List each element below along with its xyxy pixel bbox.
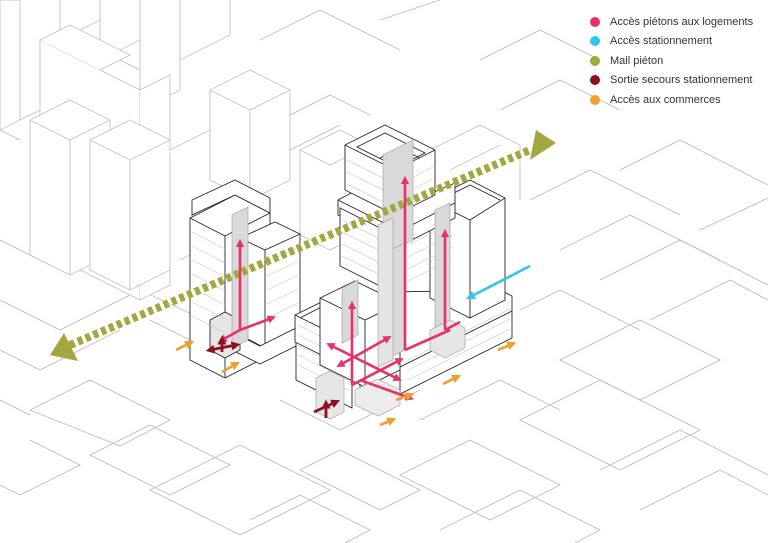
legend-label: Accès stationnement bbox=[610, 35, 713, 48]
legend-dot bbox=[590, 75, 600, 86]
legend-item-pedestrian-housing-access: Accès piétons aux logements bbox=[590, 12, 765, 32]
legend-item-pedestrian-mall: Mail piéton bbox=[590, 51, 765, 71]
legend-dot bbox=[590, 55, 600, 66]
legend-label: Accès aux commerces bbox=[610, 93, 721, 106]
legend-label: Sortie secours stationnement bbox=[610, 74, 753, 87]
context-buildings bbox=[0, 0, 521, 301]
legend-label: Mail piéton bbox=[610, 54, 664, 67]
legend-dot bbox=[590, 94, 600, 105]
legend-dot bbox=[590, 36, 600, 47]
mid-floor-lines bbox=[341, 219, 453, 285]
legend: Accès piétons aux logements Accès statio… bbox=[590, 12, 765, 110]
parking-access-arrow bbox=[465, 264, 531, 300]
pedestrian-housing-access-arrows bbox=[218, 175, 461, 401]
legend-item-parking-access: Accès stationnement bbox=[590, 32, 765, 52]
legend-item-retail-access: Accès aux commerces bbox=[590, 90, 765, 110]
legend-label: Accès piétons aux logements bbox=[610, 15, 754, 28]
retail-access-arrows bbox=[175, 340, 517, 427]
legend-item-parking-emergency-exit: Sortie secours stationnement bbox=[590, 71, 765, 91]
legend-dot bbox=[590, 16, 600, 27]
parking-emergency-exit-arrows bbox=[205, 335, 341, 418]
mail-pieton-arrow bbox=[50, 130, 556, 361]
